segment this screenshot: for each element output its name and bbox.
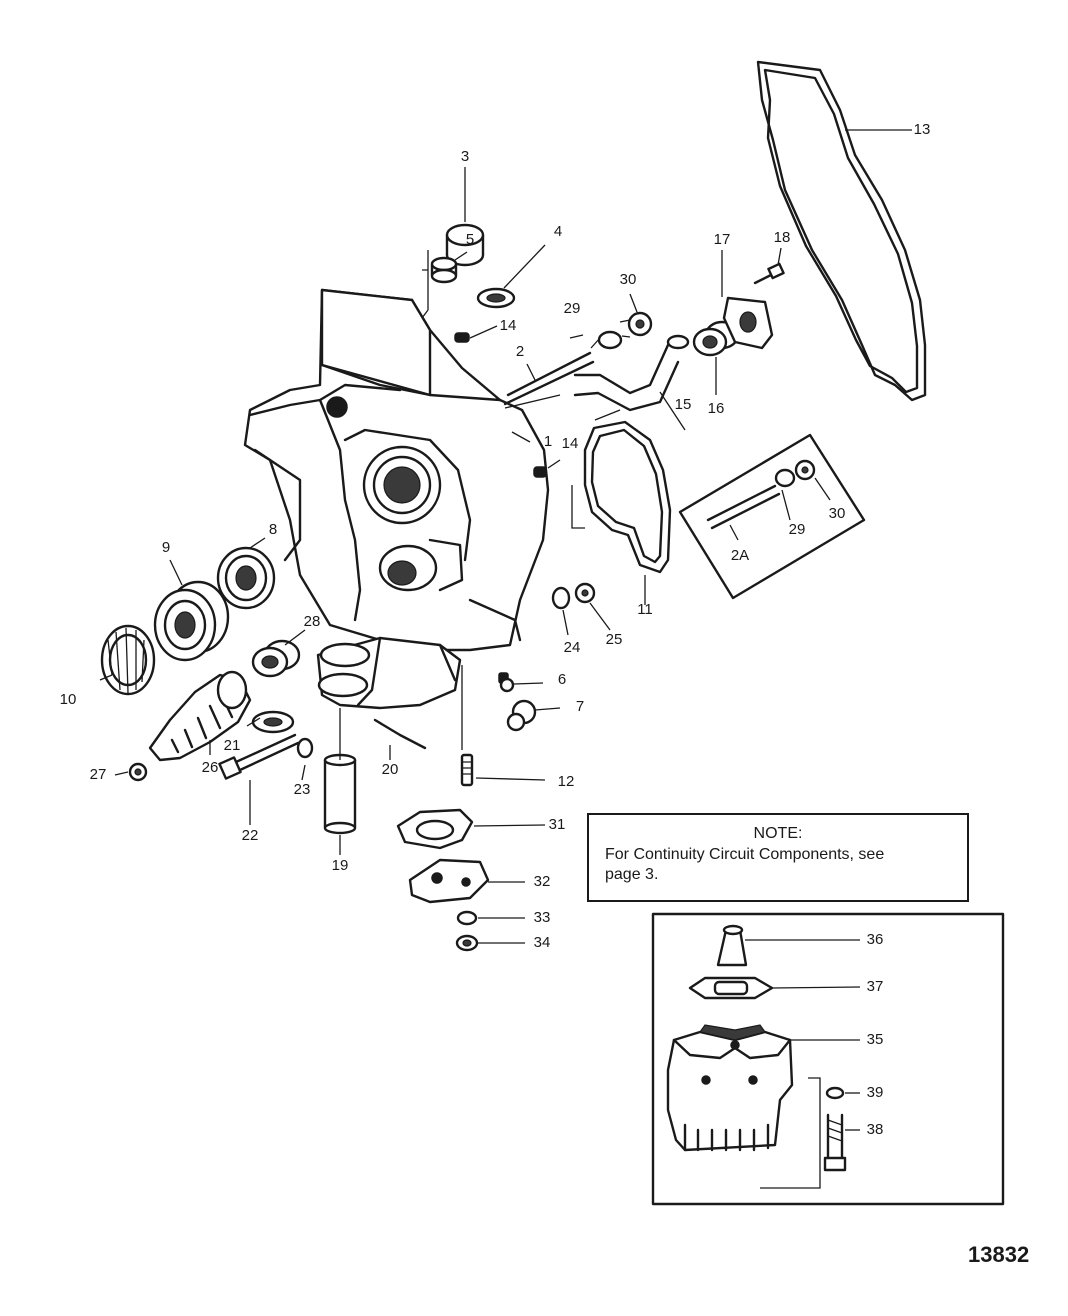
drawing-number: 13832 xyxy=(968,1242,1029,1267)
small-bushing-part xyxy=(430,256,458,284)
callout-29-upper: 29 xyxy=(564,300,581,317)
callout-6: 6 xyxy=(558,671,566,688)
callout-16: 16 xyxy=(708,400,725,417)
water-tube-part xyxy=(573,334,690,412)
callout-14-upper: 14 xyxy=(500,317,517,334)
callout-8: 8 xyxy=(269,521,277,538)
bolt-22 xyxy=(218,733,300,780)
callout-2a: 2A xyxy=(731,547,749,564)
callout-37: 37 xyxy=(867,978,884,995)
screw-38 xyxy=(823,1113,847,1172)
callout-12: 12 xyxy=(558,773,575,790)
plug-6 xyxy=(498,672,515,693)
callout-2: 2 xyxy=(516,343,524,360)
callout-5: 5 xyxy=(466,231,474,248)
note-line-2: page 3. xyxy=(605,866,659,883)
set-screw-upper xyxy=(454,332,470,343)
gasket-31 xyxy=(396,808,474,850)
washer-21-hole xyxy=(263,717,283,727)
callout-17: 17 xyxy=(714,231,731,248)
callout-22: 22 xyxy=(242,827,259,844)
callout-4: 4 xyxy=(554,223,562,240)
callout-11: 11 xyxy=(637,601,653,618)
anode-35 xyxy=(666,1024,794,1152)
sleeve-part xyxy=(692,320,740,357)
washer-33 xyxy=(456,910,478,926)
stud-part xyxy=(503,351,595,406)
flange-part xyxy=(722,296,774,350)
callout-19: 19 xyxy=(332,857,349,874)
stud-detail-inset xyxy=(678,433,866,600)
bracket-line xyxy=(760,1077,821,1189)
plate-32 xyxy=(408,858,490,904)
callout-24: 24 xyxy=(564,639,581,656)
callout-36: 36 xyxy=(867,931,884,948)
note-box: NOTE: For Continuity Circuit Components,… xyxy=(587,813,969,902)
housing-yoke xyxy=(316,636,462,710)
washer-39 xyxy=(825,1086,845,1100)
callout-38: 38 xyxy=(867,1121,884,1138)
callout-14-lower: 14 xyxy=(562,435,579,452)
bearing-assembly-part xyxy=(153,580,230,662)
bellows-part xyxy=(148,670,252,762)
callout-30-inset: 30 xyxy=(829,505,846,522)
note-title: NOTE: xyxy=(753,825,803,842)
note-line-1: For Continuity Circuit Components, see xyxy=(605,846,885,863)
gasket-small-inner xyxy=(590,428,664,564)
needle-bearing-part xyxy=(100,624,156,696)
callout-33: 33 xyxy=(534,909,551,926)
callout-31: 31 xyxy=(549,816,566,833)
gasket-large-inner xyxy=(763,68,919,394)
washer-24 xyxy=(551,586,571,610)
callout-9: 9 xyxy=(162,539,170,556)
callout-15: 15 xyxy=(675,396,692,413)
callout-34: 34 xyxy=(534,934,551,951)
gimbal-housing xyxy=(243,288,550,652)
callout-10: 10 xyxy=(60,691,77,708)
nut-upper-hole xyxy=(635,319,645,329)
seal-part xyxy=(476,287,516,309)
gasket-large xyxy=(756,60,927,402)
callout-35: 35 xyxy=(867,1031,884,1048)
callout-1: 1 xyxy=(544,433,552,450)
callout-28: 28 xyxy=(304,613,321,630)
set-screw-lower xyxy=(533,466,547,478)
callout-26: 26 xyxy=(202,759,219,776)
screw-flange xyxy=(753,262,785,285)
pin-19 xyxy=(323,753,357,835)
gasket-small xyxy=(583,420,672,574)
callout-18: 18 xyxy=(774,229,791,246)
gasket-37 xyxy=(688,976,774,1000)
callout-21: 21 xyxy=(224,737,241,754)
callout-32: 32 xyxy=(534,873,551,890)
note-body: For Continuity Circuit Components, see p… xyxy=(589,844,967,885)
bearing-part xyxy=(216,546,276,610)
anode-detail-box xyxy=(651,912,1005,1206)
callout-13: 13 xyxy=(914,121,931,138)
fitting-7 xyxy=(506,699,537,732)
cone-36 xyxy=(716,924,748,967)
nut-25-hole xyxy=(581,589,589,597)
callout-numbers: 1 2 2A 3 4 5 6 7 8 9 10 11 12 13 14 14 1… xyxy=(60,121,931,1138)
washer-upper xyxy=(597,330,623,350)
callout-3: 3 xyxy=(461,148,469,165)
bushing-28 xyxy=(251,639,301,678)
callout-23: 23 xyxy=(294,781,311,798)
callout-39: 39 xyxy=(867,1084,884,1101)
callout-25: 25 xyxy=(606,631,623,648)
callout-20: 20 xyxy=(382,761,399,778)
leader-lines xyxy=(99,129,912,1131)
washer-23 xyxy=(296,737,314,759)
nut-34-hole xyxy=(462,939,472,947)
clamp-27-hole xyxy=(134,768,142,776)
callout-27: 27 xyxy=(90,766,107,783)
stud-12 xyxy=(460,753,474,787)
callout-30-upper: 30 xyxy=(620,271,637,288)
cotter-pin-20 xyxy=(373,718,427,750)
callout-7: 7 xyxy=(576,698,584,715)
callout-29-inset: 29 xyxy=(789,521,806,538)
